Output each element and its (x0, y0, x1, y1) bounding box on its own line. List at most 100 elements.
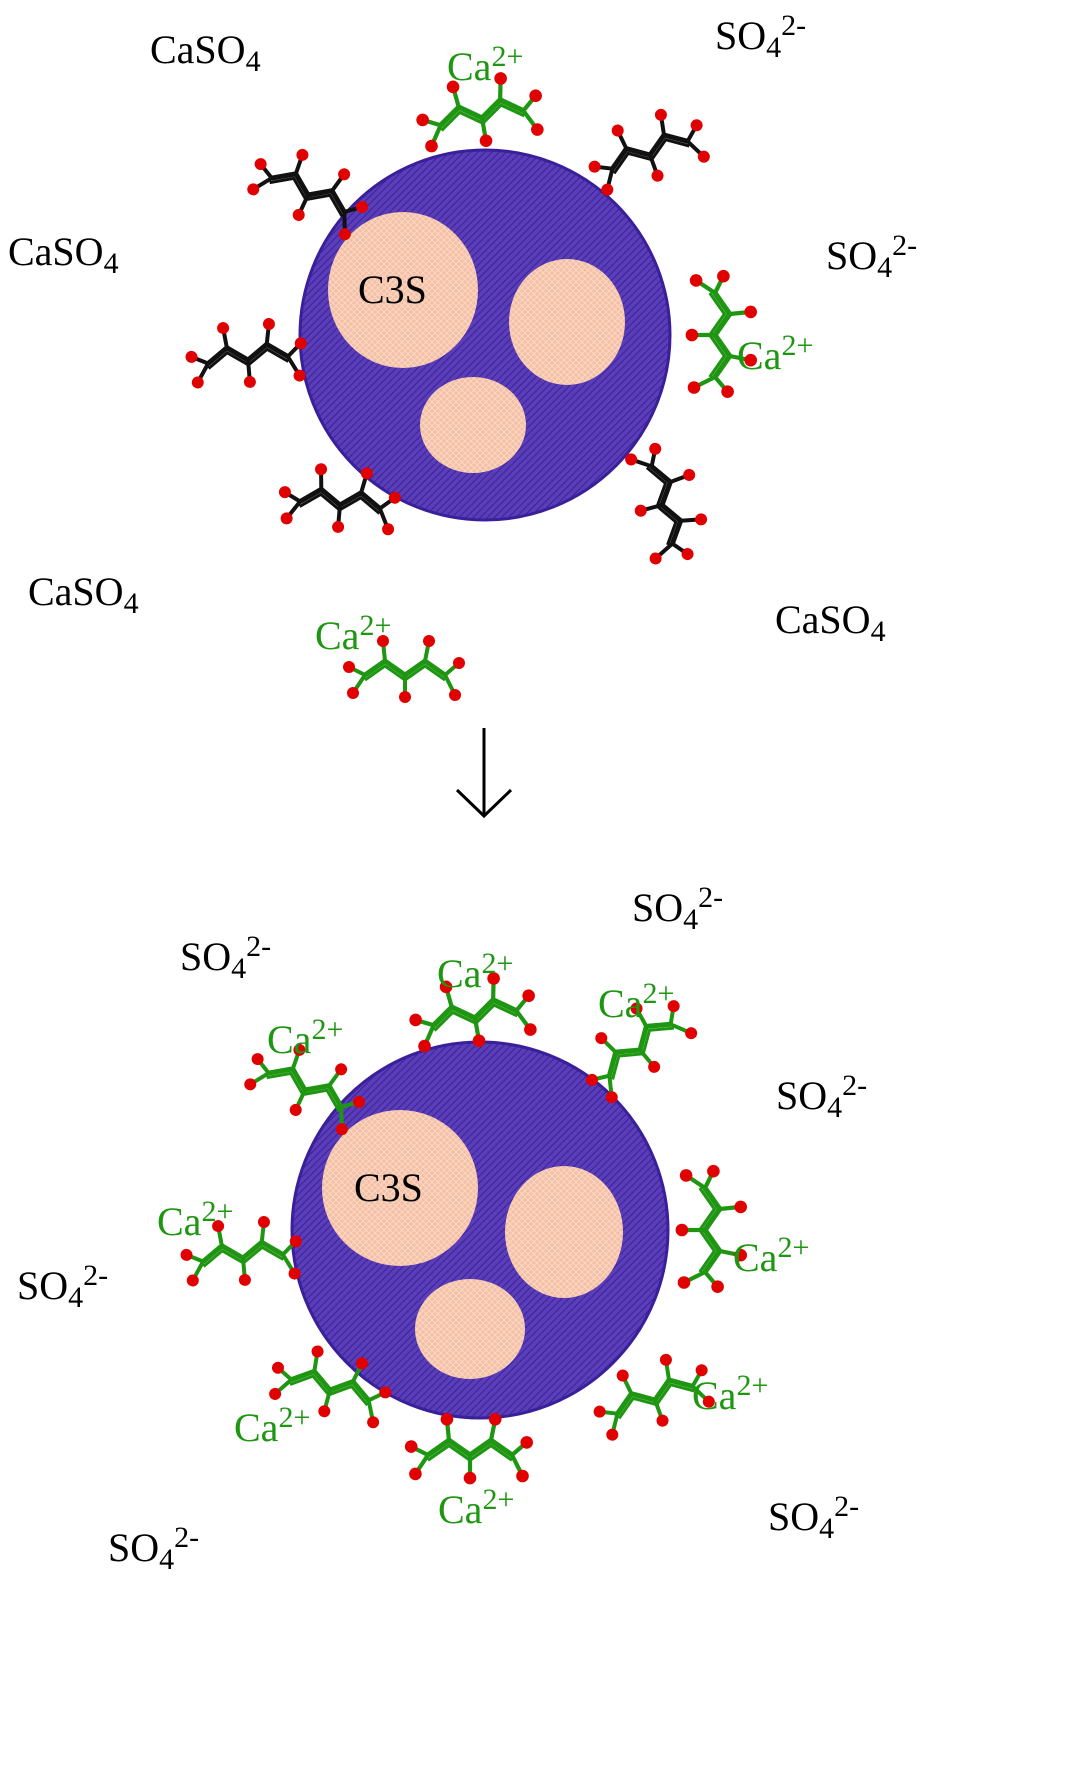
label-so4: SO42- (768, 1490, 860, 1545)
oxygen-atom (744, 305, 757, 319)
oxygen-atom (695, 1364, 708, 1377)
oxygen-atom (667, 1000, 680, 1013)
label-c3s: C3S (358, 267, 427, 312)
adsorbed-chain (416, 72, 544, 153)
oxygen-atom (593, 1405, 606, 1418)
oxygen-atom (634, 504, 647, 517)
oxygen-atom (531, 123, 544, 136)
oxygen-atom (440, 1413, 454, 1426)
unadsorbed-chain (588, 108, 710, 196)
unadsorbed-chain (247, 148, 369, 241)
oxygen-atom (185, 350, 198, 363)
oxygen-atom (606, 1428, 619, 1441)
adsorbed-chain (409, 972, 537, 1053)
bottom-particle (290, 1040, 670, 1420)
top-grain-right (509, 259, 625, 385)
oxygen-atom (294, 337, 307, 350)
oxygen-atom (697, 150, 710, 163)
oxygen-atom (355, 1357, 368, 1370)
oxygen-atom (347, 687, 359, 699)
adsorbed-chain (404, 1413, 533, 1485)
oxygen-atom (449, 689, 461, 701)
oxygen-atom (681, 548, 694, 561)
oxygen-atom (423, 635, 435, 647)
oxygen-atom (685, 328, 699, 342)
oxygen-atom (335, 1123, 348, 1136)
oxygen-atom (520, 1436, 533, 1449)
oxygen-atom (656, 1414, 669, 1427)
oxygen-atom (744, 353, 757, 367)
oxygen-atom (257, 1216, 270, 1229)
label-so4: SO42- (715, 9, 807, 64)
oxygen-atom (689, 274, 703, 287)
label-so4: SO42- (17, 1259, 109, 1314)
oxygen-atom (271, 1361, 284, 1374)
oxygen-atom (243, 375, 256, 388)
oxygen-atom (687, 381, 701, 394)
oxygen-atom (479, 134, 493, 148)
label-ca: Ca2+ (315, 609, 392, 658)
oxygen-atom (382, 523, 395, 536)
oxygen-atom (399, 691, 411, 703)
adsorbed-chain (585, 1000, 698, 1104)
oxygen-atom (616, 1369, 629, 1382)
label-c3s: C3S (354, 1165, 423, 1210)
oxygen-atom (717, 269, 730, 283)
oxygen-atom (254, 158, 267, 171)
oxygen-atom (180, 1248, 193, 1261)
oxygen-atom (338, 228, 351, 241)
oxygen-atom (734, 1200, 747, 1214)
adsorbed-chain (685, 269, 757, 398)
oxygen-atom (524, 1023, 537, 1036)
label-so4: SO42- (108, 1521, 200, 1576)
oxygen-atom (654, 108, 667, 121)
label-caso4: CaSO4 (775, 597, 886, 648)
oxygen-atom (278, 486, 291, 499)
label-ca: Ca2+ (157, 1195, 234, 1244)
label-ca: Ca2+ (733, 1231, 810, 1280)
oxygen-atom (439, 980, 453, 994)
label-so4: SO42- (180, 930, 272, 985)
bottom-grain-right (505, 1166, 623, 1298)
unadsorbed-chain (278, 463, 401, 536)
label-caso4: CaSO4 (150, 27, 261, 78)
label-ca: Ca2+ (267, 1013, 344, 1062)
oxygen-atom (293, 369, 306, 382)
oxygen-atom (679, 1169, 693, 1182)
oxygen-atom (690, 119, 703, 132)
oxygen-atom (721, 385, 734, 398)
oxygen-atom (601, 183, 614, 196)
oxygen-atom (453, 657, 465, 669)
oxygen-atom (404, 1440, 418, 1453)
oxygen-atom (379, 1386, 392, 1399)
label-so4: SO42- (632, 881, 724, 936)
oxygen-atom (338, 168, 351, 181)
oxygen-atom (487, 972, 500, 985)
oxygen-atom (335, 1063, 348, 1076)
oxygen-atom (280, 512, 293, 525)
oxygen-atom (251, 1053, 264, 1066)
oxygen-atom (409, 1467, 422, 1481)
oxygen-atom (605, 1091, 618, 1104)
oxygen-atom (472, 1034, 486, 1048)
label-caso4: CaSO4 (28, 569, 139, 620)
label-caso4: CaSO4 (8, 229, 119, 280)
oxygen-atom (707, 1164, 720, 1178)
oxygen-atom (463, 1471, 477, 1485)
oxygen-atom (293, 1043, 306, 1056)
oxygen-atom (649, 552, 662, 565)
label-so4: SO42- (826, 229, 918, 284)
oxygen-atom (191, 376, 204, 389)
oxygen-atom (292, 208, 305, 221)
unadsorbed-chain (625, 442, 708, 565)
oxygen-atom (269, 1387, 282, 1400)
free-adsorbed-chain (343, 635, 465, 703)
oxygen-atom (734, 1248, 747, 1262)
top-grain-c3s (328, 212, 478, 368)
oxygen-atom (418, 1039, 431, 1053)
oxygen-atom (695, 513, 708, 526)
oxygen-atom (711, 1280, 724, 1293)
bottom-grain-c3s (322, 1110, 478, 1266)
oxygen-atom (288, 1267, 301, 1280)
oxygen-atom (675, 1223, 689, 1237)
